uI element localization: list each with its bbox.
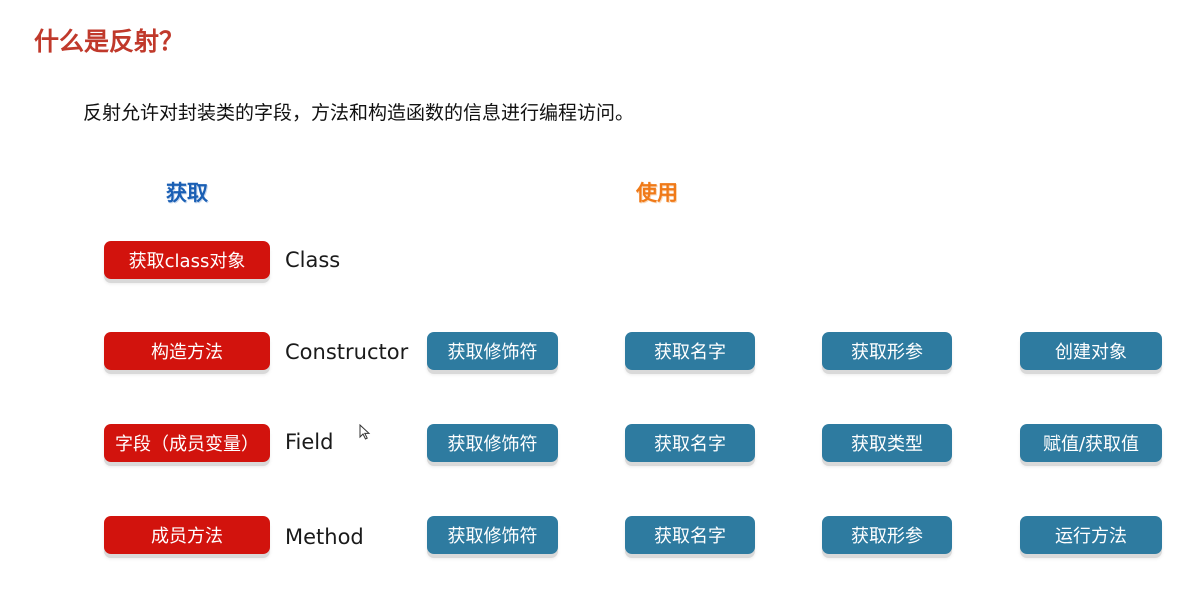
constructor-create-object-button[interactable]: 创建对象 bbox=[1020, 332, 1162, 370]
method-get-params-button[interactable]: 获取形参 bbox=[822, 516, 952, 554]
constructor-get-modifiers-button[interactable]: 获取修饰符 bbox=[427, 332, 558, 370]
constructor-get-name-button[interactable]: 获取名字 bbox=[625, 332, 755, 370]
page-title: 什么是反射？ bbox=[34, 27, 185, 56]
field-get-name-button[interactable]: 获取名字 bbox=[625, 424, 755, 462]
method-get-name-button[interactable]: 获取名字 bbox=[625, 516, 755, 554]
header-use: 使用 bbox=[636, 181, 678, 205]
page-description: 反射允许对封装类的字段，方法和构造函数的信息进行编程访问。 bbox=[83, 102, 635, 124]
method-get-modifiers-button[interactable]: 获取修饰符 bbox=[427, 516, 558, 554]
method-invoke-button[interactable]: 运行方法 bbox=[1020, 516, 1162, 554]
mouse-pointer-icon bbox=[359, 424, 371, 440]
get-class-object-button[interactable]: 获取class对象 bbox=[104, 241, 270, 279]
field-get-type-button[interactable]: 获取类型 bbox=[822, 424, 952, 462]
header-get: 获取 bbox=[166, 181, 208, 205]
field-label: Field bbox=[285, 430, 334, 454]
field-get-modifiers-button[interactable]: 获取修饰符 bbox=[427, 424, 558, 462]
constructor-button[interactable]: 构造方法 bbox=[104, 332, 270, 370]
class-label: Class bbox=[285, 248, 341, 272]
constructor-get-params-button[interactable]: 获取形参 bbox=[822, 332, 952, 370]
method-label: Method bbox=[285, 525, 364, 549]
constructor-label: Constructor bbox=[285, 340, 409, 364]
field-button[interactable]: 字段（成员变量） bbox=[104, 424, 270, 462]
method-button[interactable]: 成员方法 bbox=[104, 516, 270, 554]
field-set-get-value-button[interactable]: 赋值/获取值 bbox=[1020, 424, 1162, 462]
